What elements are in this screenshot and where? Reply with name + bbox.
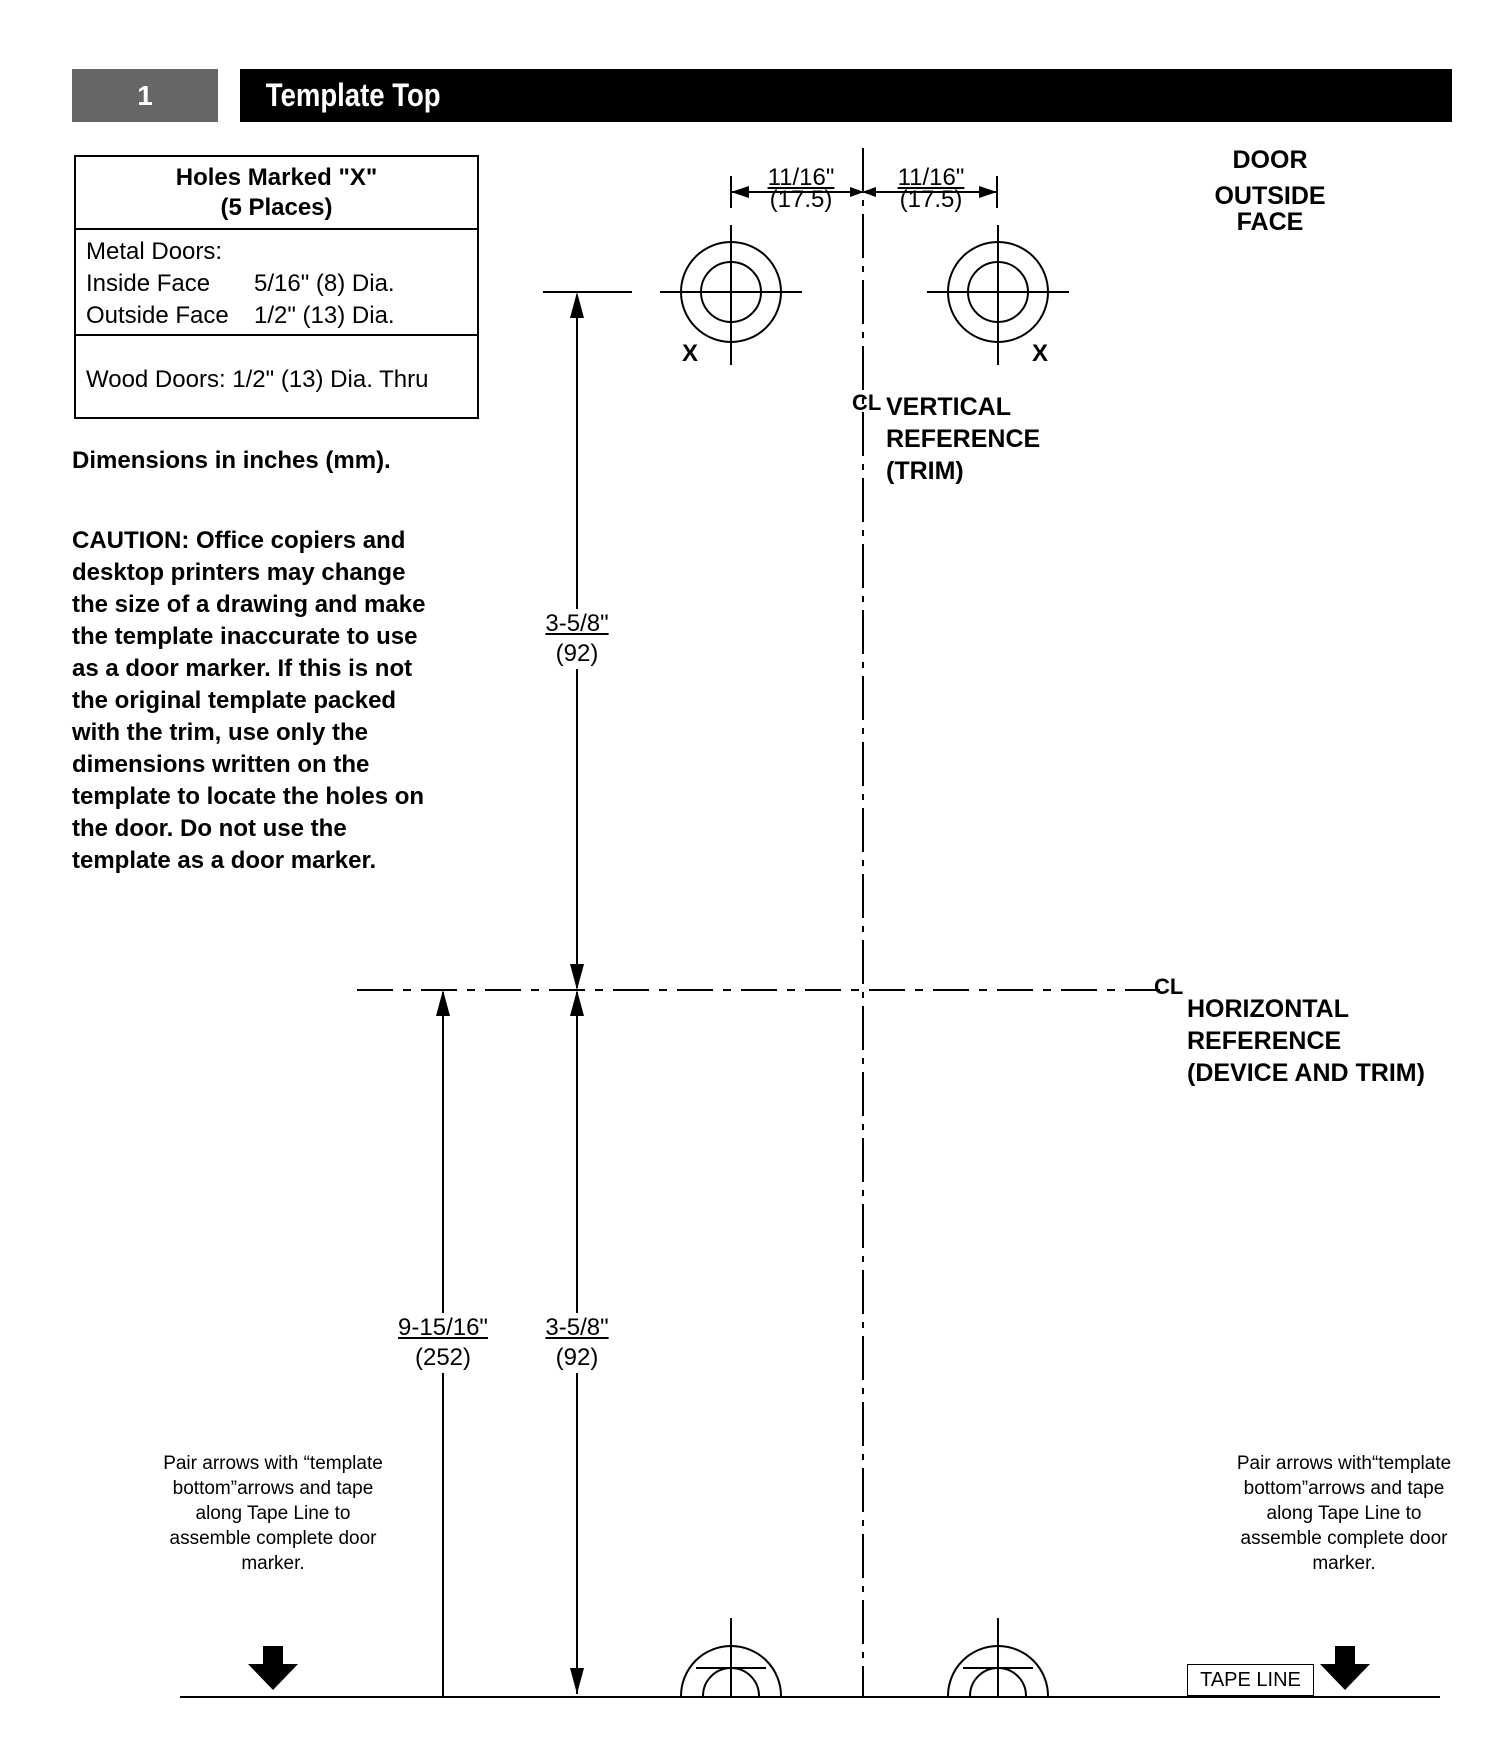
horizontal-reference-line2: REFERENCE [1187, 1027, 1342, 1055]
dim-top-left-mm: (17.5) [769, 186, 833, 213]
dimensions-note: Dimensions in inches (mm). [72, 447, 391, 474]
dim-top-left-inch: 11/16" [767, 164, 835, 191]
holes-table-title: Holes Marked "X" [175, 164, 378, 191]
vertical-reference-label: VERTICAL REFERENCE (TRIM) [886, 391, 1040, 487]
dim-total-vertical-mm: (252) [414, 1344, 472, 1371]
horizontal-reference-line3: (DEVICE AND TRIM) [1187, 1059, 1425, 1087]
caution-note: CAUTION: Office copiers and desktop prin… [72, 527, 426, 874]
pair-arrows-note-left: Pair arrows with “template bottom”arrows… [163, 1453, 383, 1574]
hole-x-marker-right: X [1032, 340, 1049, 367]
hole-x-marker-left: X [682, 340, 699, 367]
outside-face-label: Outside Face [86, 302, 229, 329]
dim-total-vertical: 9-15/16" (252) [383, 1313, 503, 1373]
vertical-centerline-symbol: CL [852, 390, 882, 415]
pair-arrows-note-right: Pair arrows with“template bottom”arrows … [1236, 1453, 1452, 1574]
vertical-reference-line2: REFERENCE [886, 425, 1041, 453]
horizontal-reference-label: HORIZONTAL REFERENCE (DEVICE AND TRIM) [1187, 993, 1425, 1089]
dim-top-right-inch: 11/16" [897, 164, 965, 191]
dim-lower-vertical-mm: (92) [555, 1344, 599, 1371]
vertical-reference-line3: (TRIM) [886, 457, 964, 485]
dim-upper-vertical: 3-5/8" (92) [527, 609, 627, 669]
holes-table-subtitle: (5 Places) [220, 194, 333, 221]
down-arrow-right [1320, 1646, 1370, 1690]
dim-lower-vertical: 3-5/8" (92) [527, 1313, 627, 1373]
hole-top-right [927, 225, 1069, 365]
step-number-badge: 1 [72, 69, 218, 122]
outside-face-value: 1/2" (13) Dia. [254, 302, 395, 329]
tape-line-label: TAPE LINE [1187, 1664, 1314, 1696]
horizontal-centerline-symbol: CL [1154, 974, 1184, 999]
metal-doors-row: Metal Doors: Inside Face 5/16" (8) Dia. O… [76, 230, 477, 336]
dim-top-right-mm: (17.5) [899, 186, 963, 213]
inside-face-label: Inside Face [86, 270, 211, 297]
dim-top-left: 11/16" (17.5) [751, 163, 851, 215]
down-arrow-left [248, 1646, 298, 1690]
section-title-bar: Template Top [240, 69, 1452, 122]
section-title: Template Top [265, 77, 441, 113]
door-face-line1: DOOR [1232, 146, 1308, 174]
hole-top-left [660, 225, 802, 365]
dim-upper-vertical-inch: 3-5/8" [545, 610, 609, 637]
door-face-line3: FACE [1236, 208, 1304, 236]
dim-upper-vertical-mm: (92) [555, 640, 599, 667]
wood-doors-row: Wood Doors: 1/2" (13) Dia. Thru [86, 366, 429, 393]
dim-top-right: 11/16" (17.5) [881, 163, 981, 215]
door-outside-face-label: DOOR OUTSIDE FACE [1190, 147, 1350, 235]
holes-table-heading: Holes Marked "X" (5 Places) [76, 157, 477, 230]
dim-total-vertical-inch: 9-15/16" [398, 1314, 488, 1341]
vertical-reference-line1: VERTICAL [886, 393, 1011, 421]
dim-lower-vertical-inch: 3-5/8" [545, 1314, 609, 1341]
inside-face-value: 5/16" (8) Dia. [254, 270, 395, 297]
holes-table: Holes Marked "X" (5 Places) Metal Doors:… [74, 155, 479, 419]
hole-bottom-right [947, 1618, 1049, 1697]
door-face-line2: OUTSIDE [1214, 182, 1326, 210]
metal-doors-title: Metal Doors: [86, 238, 223, 265]
horizontal-reference-line1: HORIZONTAL [1187, 995, 1350, 1023]
hole-bottom-left [680, 1618, 782, 1697]
